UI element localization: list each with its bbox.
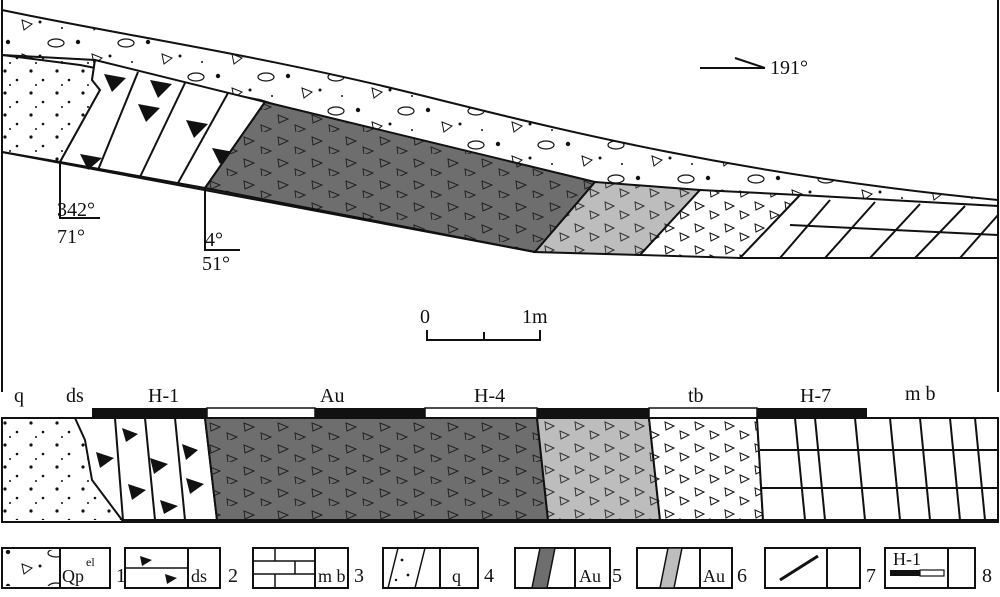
legend-2-number: 2 xyxy=(228,565,238,587)
strip-tb xyxy=(647,417,765,521)
attitude-1-direction: 342° xyxy=(57,199,95,221)
legend-item-4: q 4 xyxy=(382,547,494,589)
legend-8-code: H-1 xyxy=(893,549,921,569)
legend-1-code-sup: el xyxy=(86,555,95,569)
strip-orebody-high-grade xyxy=(203,417,550,521)
legend-5-code: Au xyxy=(579,566,601,586)
unit-label-tb: tb xyxy=(688,385,704,407)
breccia-divider-lines xyxy=(97,71,229,184)
legend-item-3: m b 3 xyxy=(252,547,364,589)
section-unit-labels: q ds H-1 Au H-4 tb H-7 m b xyxy=(14,383,936,407)
legend-item-8: H-1 8 xyxy=(884,547,992,589)
legend-item-5: Au 5 xyxy=(514,547,622,589)
orientation-arrow: 191° xyxy=(700,57,808,79)
attitude-2-angle: 51° xyxy=(202,253,230,275)
sample-section-strip: q ds H-1 Au H-4 tb H-7 m b xyxy=(1,383,999,523)
legend-8-number: 8 xyxy=(982,565,992,587)
attitude-2-direction: 4° xyxy=(205,229,223,251)
legend-4-number: 4 xyxy=(484,565,494,587)
legend-2-code: ds xyxy=(191,566,207,586)
attitude-marker-1: 342° 71° xyxy=(57,162,100,248)
scale-start-label: 0 xyxy=(420,306,430,328)
strip-quartzite xyxy=(2,418,122,520)
attitude-1-angle: 71° xyxy=(57,226,85,248)
sample-bar xyxy=(92,407,867,419)
breccia-black-triangles xyxy=(80,74,234,170)
legend-6-number: 6 xyxy=(737,565,747,587)
marble-body xyxy=(737,193,999,259)
scale-bar: 0 1m xyxy=(420,306,548,341)
attitude-marker-2: 4° 51° xyxy=(202,188,240,275)
legend-7-number: 7 xyxy=(866,565,876,587)
unit-label-ds: ds xyxy=(66,385,84,407)
unit-label-h4: H-4 xyxy=(474,385,505,407)
legend-3-code: m b xyxy=(318,566,346,586)
legend-3-number: 3 xyxy=(354,565,364,587)
profile-diagram: 191° 342° 71° 4° 51° 0 1m xyxy=(0,0,999,392)
legend-item-6: Au 6 xyxy=(636,547,747,589)
strip-marble-lines xyxy=(760,417,998,521)
scale-end-label: 1m xyxy=(522,306,548,328)
strip-breccia-lines xyxy=(114,417,186,521)
legend-1-number: 1 xyxy=(116,565,126,587)
legend: Qp el 1 ds 2 m b 3 xyxy=(1,547,992,589)
unit-label-h7: H-7 xyxy=(800,385,831,407)
marble-brick-lines xyxy=(779,199,999,259)
unit-label-au: Au xyxy=(320,385,344,407)
strip-breccia-triangles xyxy=(96,428,204,514)
unit-label-q: q xyxy=(14,385,24,407)
legend-5-number: 5 xyxy=(612,565,622,587)
profile-base xyxy=(1,151,536,253)
legend-item-7: 7 xyxy=(764,547,876,589)
legend-item-1: Qp el 1 xyxy=(1,547,126,589)
strip-orebody-low-grade xyxy=(535,417,662,521)
legend-item-2: ds 2 xyxy=(124,547,238,589)
unit-label-h1: H-1 xyxy=(148,385,179,407)
legend-6-code: Au xyxy=(703,566,725,586)
legend-4-code: q xyxy=(452,566,461,586)
strip-marble xyxy=(755,417,999,521)
unit-label-mb: m b xyxy=(905,383,936,405)
orientation-label: 191° xyxy=(770,57,808,79)
legend-1-code: Qp xyxy=(62,566,84,586)
